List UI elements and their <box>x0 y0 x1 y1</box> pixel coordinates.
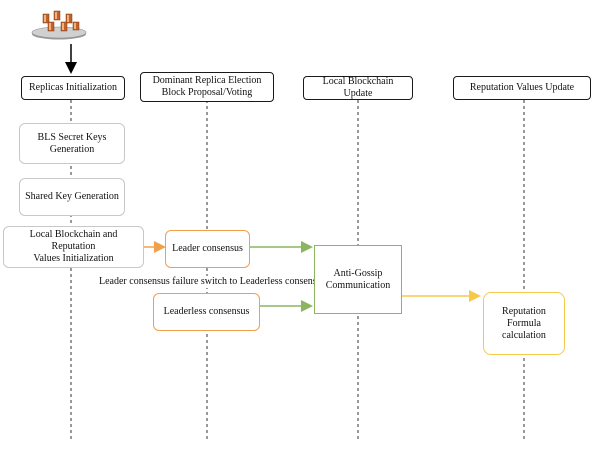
annotation-failure-switch: Leader consensus failure switch to Leade… <box>97 276 328 288</box>
lane-header-reputation: Reputation Values Update <box>453 76 591 100</box>
lane-header-election: Dominant Replica Election Block Proposal… <box>140 72 274 102</box>
step-shared-key: Shared Key Generation <box>19 178 125 216</box>
step-bls-secret-keys: BLS Secret Keys Generation <box>19 123 125 164</box>
lane-header-blockchain: Local Blockchain Update <box>303 76 413 100</box>
step-leader-consensus: Leader consensus <box>165 230 250 268</box>
step-leaderless-consensus: Leaderless consensus <box>153 293 260 331</box>
server-cluster-icon <box>31 10 87 40</box>
step-anti-gossip: Anti-Gossip Communication <box>314 245 402 314</box>
lane-header-replicas: Replicas Initialization <box>21 76 125 100</box>
step-local-init: Local Blockchain and Reputation Values I… <box>3 226 144 268</box>
step-reputation-formula: Reputation Formula calculation <box>483 292 565 355</box>
